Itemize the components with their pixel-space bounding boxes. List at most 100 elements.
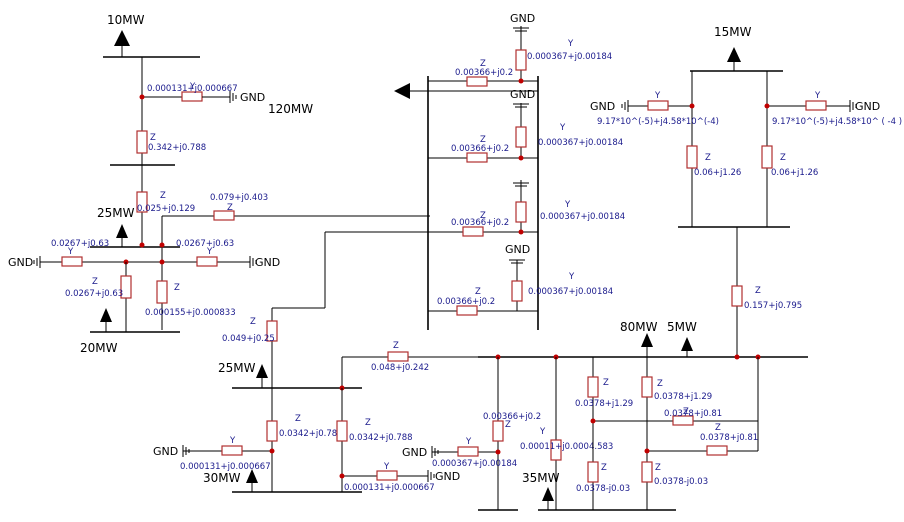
y-label: Y	[568, 272, 575, 282]
z-label: Z	[250, 317, 256, 327]
z-label: Z	[160, 191, 166, 201]
y-label: Y	[559, 123, 566, 133]
y-label: Y	[229, 436, 236, 446]
value-label: 0.00366+j0.2	[451, 144, 509, 154]
node	[269, 448, 275, 454]
bank-y4	[511, 280, 523, 302]
value-label: 0.00366+j0.2	[483, 412, 541, 422]
node	[518, 78, 524, 84]
value-label: 0.048+j0.242	[371, 363, 429, 373]
admittance-b4	[550, 439, 562, 461]
y-label: Y	[189, 82, 196, 92]
impedance-z-081b	[706, 445, 728, 456]
impedance-z-129b	[641, 376, 653, 398]
impedance-z-081a	[672, 415, 694, 426]
impedance-z-003a	[587, 461, 599, 483]
value-label: 0.157+j0.795	[744, 301, 802, 311]
bank-y3	[515, 201, 527, 223]
gnd-label: GND	[505, 243, 530, 256]
gnd-label: GND	[435, 470, 460, 483]
gnd-label: GND	[510, 88, 535, 101]
load-arrow-25mw	[116, 224, 128, 238]
impedance-z-0155	[156, 280, 168, 304]
value-label: 0.0378+j0.81	[700, 433, 758, 443]
z-label: Z	[480, 211, 486, 221]
value-label: 0.342+j0.788	[148, 143, 206, 153]
bank-y1	[515, 49, 527, 71]
value-label: 0.0378+j0.81	[664, 409, 722, 419]
value-label: 0.000367+j0.00184	[538, 138, 623, 148]
admittance-left-a	[61, 256, 83, 267]
z-label: Z	[655, 463, 661, 473]
z-label: Z	[480, 135, 486, 145]
value-label: 0.0267+j0.63	[51, 239, 109, 249]
value-label: 0.0378+j1.29	[575, 399, 633, 409]
node	[644, 448, 650, 454]
value-label: 0.0342+j0.788	[349, 433, 413, 443]
admittance-b3	[457, 446, 479, 457]
node	[734, 354, 740, 360]
load-label-25mw-b: 25MW	[218, 361, 256, 375]
value-label: 0.000367+j0.00184	[432, 459, 517, 469]
value-label: 0.0378-j0.03	[654, 477, 708, 487]
load-label-120mw: 120MW	[268, 102, 313, 116]
z-label: Z	[475, 287, 481, 297]
value-label: 0.00011+j0.0004.583	[520, 442, 613, 452]
bank-z2	[466, 152, 488, 163]
load-arrow-25mw-b	[256, 364, 268, 378]
gnd-label: GND	[153, 445, 178, 458]
z-label: Z	[174, 283, 180, 293]
impedance-z-157	[731, 285, 743, 307]
z-label: Z	[150, 133, 156, 143]
z-label: Z	[715, 423, 721, 433]
value-label: 0.000131+j0.000667	[147, 84, 238, 94]
impedance-z-049	[266, 320, 278, 342]
z-label: Z	[480, 59, 486, 69]
gnd-label: GND	[510, 12, 535, 25]
gnd-label: GND	[240, 91, 265, 104]
y-label: Y	[465, 437, 472, 447]
node	[159, 242, 165, 248]
z-label: Z	[657, 379, 663, 389]
y-label: Y	[383, 462, 390, 472]
y-label: Y	[67, 247, 74, 257]
value-label: 0.0267+j0.63	[176, 239, 234, 249]
load-label-25mw: 25MW	[97, 206, 135, 220]
y-label: Y	[654, 91, 661, 101]
bank-z1	[466, 76, 488, 87]
value-label: 9.17*10^(-5)+j4.58*10^ ( -4 )	[772, 117, 902, 127]
z-label: Z	[780, 153, 786, 163]
value-label: 0.0342+j0.788	[279, 429, 343, 439]
z-label: Z	[505, 420, 511, 430]
gnd-label: GND	[855, 100, 880, 113]
impedance-r-right	[761, 145, 773, 169]
gnd-label: GND	[590, 100, 615, 113]
load-arrow-20mw	[100, 308, 112, 322]
load-arrow-35mw	[542, 487, 554, 501]
impedance-z-b3	[492, 420, 504, 442]
admittance-r-left	[647, 100, 669, 111]
z-label: Z	[601, 463, 607, 473]
value-label: 0.000367+j0.00184	[527, 52, 612, 62]
impedance-z-003b	[641, 461, 653, 483]
y-label: Y	[539, 427, 546, 437]
value-label: 0.079+j0.403	[210, 193, 268, 203]
value-label: 0.000131+j0.000667	[180, 462, 271, 472]
admittance-b1	[221, 445, 243, 456]
load-arrow-120mw	[394, 83, 410, 99]
impedance-z-left-c	[120, 275, 132, 299]
load-label-5mw: 5MW	[667, 320, 697, 334]
z-label: Z	[92, 277, 98, 287]
value-label: 0.0378-j0.03	[576, 484, 630, 494]
value-label: 0.049+j0.25	[222, 334, 275, 344]
z-label: Z	[603, 378, 609, 388]
gnd-label: GND	[8, 256, 33, 269]
bank-z4	[456, 305, 478, 316]
node	[518, 229, 524, 235]
z-label: Z	[227, 203, 233, 213]
load-label-80mw: 80MW	[620, 320, 658, 334]
node	[139, 242, 145, 248]
bank-y2	[515, 126, 527, 148]
